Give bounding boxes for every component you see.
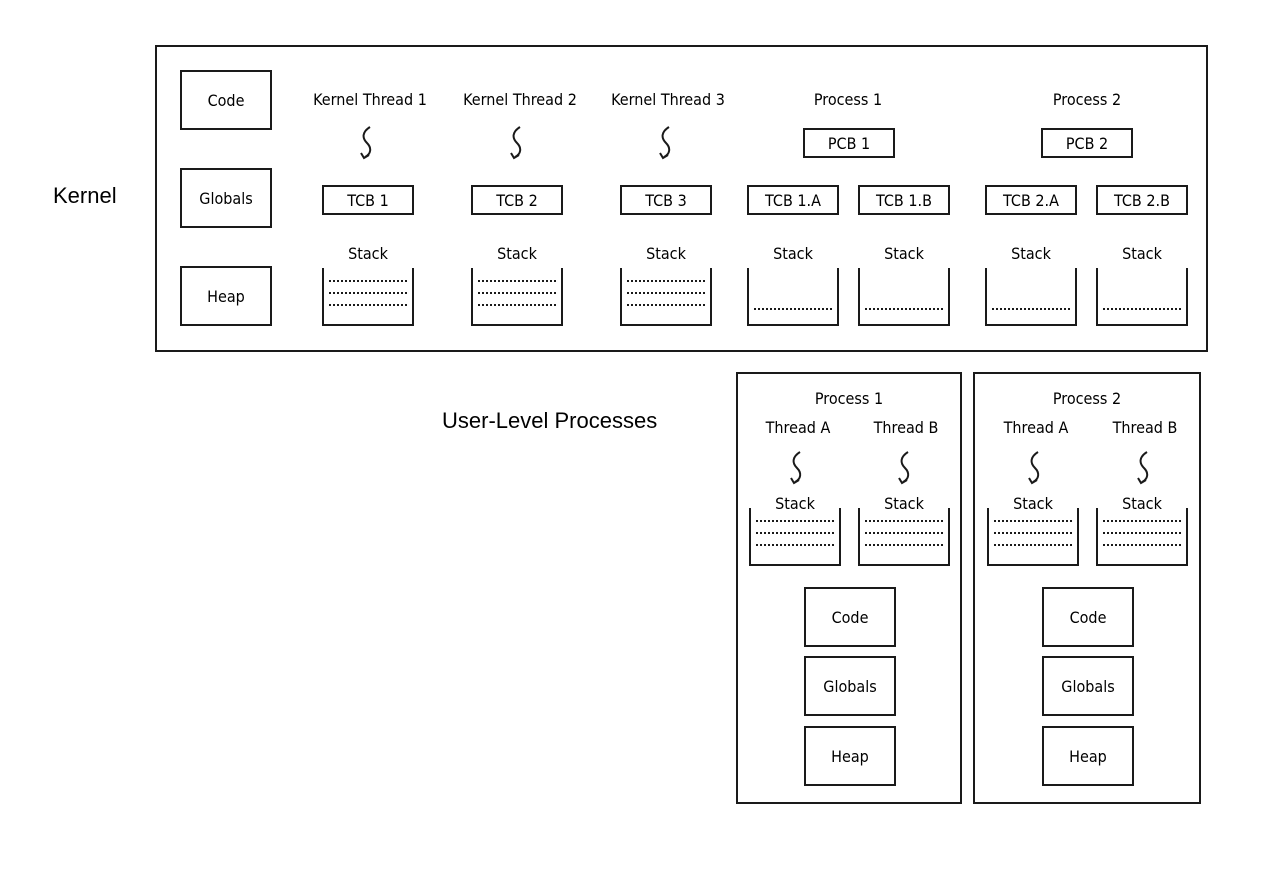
pcb-box: PCB 2: [1041, 128, 1133, 158]
kernel-thread-stack: [471, 268, 563, 326]
stack-frame: [478, 304, 556, 306]
kernel-label: Kernel: [53, 183, 117, 208]
thread-squiggle-icon: [895, 450, 917, 486]
user-thread-stack: [1096, 508, 1188, 566]
thread-squiggle-icon: [787, 450, 809, 486]
stack-frame: [756, 544, 834, 546]
kernel-thread-stack: [322, 268, 414, 326]
thread-name: Thread A: [765, 418, 831, 437]
tcb-box: TCB 1.A: [747, 185, 839, 215]
thread-squiggle-icon: [357, 125, 379, 161]
stack-label: Stack: [1011, 244, 1051, 263]
thread-name: Thread B: [1112, 418, 1178, 437]
stack-label: Stack: [497, 244, 537, 263]
pcb-box: PCB 1: [803, 128, 895, 158]
thread-name: Thread A: [1003, 418, 1069, 437]
stack-label: Stack: [773, 244, 813, 263]
stack-frame: [627, 304, 705, 306]
user-heap-segment: Heap: [804, 726, 896, 786]
stack-label: Stack: [884, 494, 924, 513]
stack-frame: [1103, 308, 1181, 310]
stack-frame: [756, 520, 834, 522]
stack-frame: [627, 280, 705, 282]
kernel-thread-title: Kernel Thread 1: [313, 90, 427, 109]
stack-frame: [627, 292, 705, 294]
kernel-frame: [155, 45, 1208, 352]
thread-squiggle-icon: [1025, 450, 1047, 486]
tcb-box: TCB 2: [471, 185, 563, 215]
stack-label: Stack: [348, 244, 388, 263]
kernel-code-segment: Code: [180, 70, 272, 130]
user-globals-segment: Globals: [1042, 656, 1134, 716]
stack-frame: [1103, 544, 1181, 546]
user-level-label: User-Level Processes: [442, 408, 658, 433]
tcb-box: TCB 1.B: [858, 185, 950, 215]
kernel-thread-stack: [985, 268, 1077, 326]
stack-label: Stack: [646, 244, 686, 263]
stack-frame: [478, 292, 556, 294]
user-code-segment: Code: [1042, 587, 1134, 647]
kernel-thread-stack: [620, 268, 712, 326]
user-code-segment: Code: [804, 587, 896, 647]
user-thread-stack: [987, 508, 1079, 566]
kernel-thread-stack: [858, 268, 950, 326]
thread-name: Thread B: [873, 418, 939, 437]
stack-frame: [865, 308, 943, 310]
kernel-heap-segment: Heap: [180, 266, 272, 326]
stack-frame: [865, 532, 943, 534]
stack-frame: [478, 280, 556, 282]
stack-frame: [754, 308, 832, 310]
kernel-thread-stack: [1096, 268, 1188, 326]
stack-frame: [329, 280, 407, 282]
stack-label: Stack: [884, 244, 924, 263]
thread-squiggle-icon: [656, 125, 678, 161]
stack-frame: [329, 304, 407, 306]
stack-label: Stack: [775, 494, 815, 513]
user-heap-segment: Heap: [1042, 726, 1134, 786]
stack-frame: [994, 532, 1072, 534]
user-globals-segment: Globals: [804, 656, 896, 716]
stack-label: Stack: [1013, 494, 1053, 513]
tcb-box: TCB 1: [322, 185, 414, 215]
stack-frame: [994, 544, 1072, 546]
stack-frame: [1103, 532, 1181, 534]
stack-label: Stack: [1122, 244, 1162, 263]
kernel-thread-title: Kernel Thread 3: [611, 90, 725, 109]
stack-frame: [994, 520, 1072, 522]
kernel-thread-stack: [747, 268, 839, 326]
stack-frame: [329, 292, 407, 294]
stack-frame: [865, 544, 943, 546]
tcb-box: TCB 2.B: [1096, 185, 1188, 215]
stack-frame: [992, 308, 1070, 310]
user-process-title: Process 2: [1052, 389, 1122, 408]
stack-label: Stack: [1122, 494, 1162, 513]
kernel-process-title: Process 2: [1052, 90, 1122, 109]
user-process-title: Process 1: [814, 389, 884, 408]
thread-squiggle-icon: [507, 125, 529, 161]
tcb-box: TCB 2.A: [985, 185, 1077, 215]
stack-frame: [756, 532, 834, 534]
stack-frame: [865, 520, 943, 522]
user-thread-stack: [749, 508, 841, 566]
kernel-process-title: Process 1: [813, 90, 883, 109]
user-thread-stack: [858, 508, 950, 566]
thread-squiggle-icon: [1134, 450, 1156, 486]
kernel-globals-segment: Globals: [180, 168, 272, 228]
user-process-frame: [736, 372, 962, 804]
tcb-box: TCB 3: [620, 185, 712, 215]
stack-frame: [1103, 520, 1181, 522]
user-process-frame: [973, 372, 1201, 804]
kernel-thread-title: Kernel Thread 2: [463, 90, 577, 109]
